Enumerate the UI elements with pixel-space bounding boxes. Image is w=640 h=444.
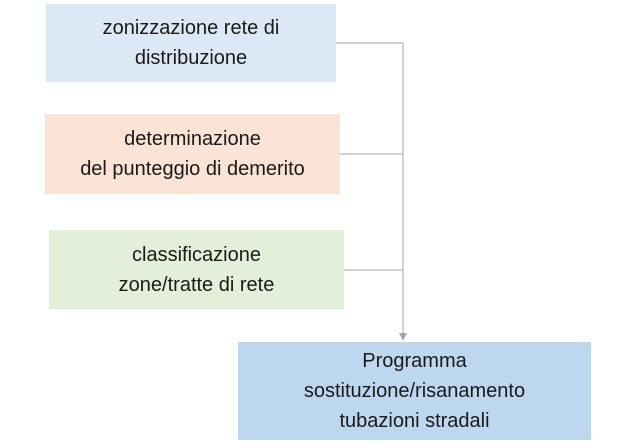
arrowhead-to-programma xyxy=(399,333,407,341)
programma-line-3: tubazioni stradali xyxy=(339,410,490,432)
punteggio-line-2: del punteggio di demerito xyxy=(80,158,305,180)
programma-line-2: sostituzione/risanamento xyxy=(303,380,526,402)
classificazione-line-2: zone/tratte di rete xyxy=(118,273,275,296)
programma-box: Programma sostituzione/risanamento tubaz… xyxy=(238,342,591,440)
punteggio-line-1: determinazione xyxy=(124,128,261,150)
zonizzazione-box: zonizzazione rete di distribuzione xyxy=(46,4,336,82)
zonizzazione-line-1: zonizzazione rete di xyxy=(102,17,280,39)
classificazione-line-1: classificazione xyxy=(132,243,261,266)
zonizzazione-line-2: distribuzione xyxy=(134,47,248,69)
punteggio-box: determinazione del punteggio di demerito xyxy=(45,114,340,194)
programma-line-1: Programma xyxy=(362,350,467,372)
classificazione-box: classificazione zone/tratte di rete xyxy=(49,230,344,309)
